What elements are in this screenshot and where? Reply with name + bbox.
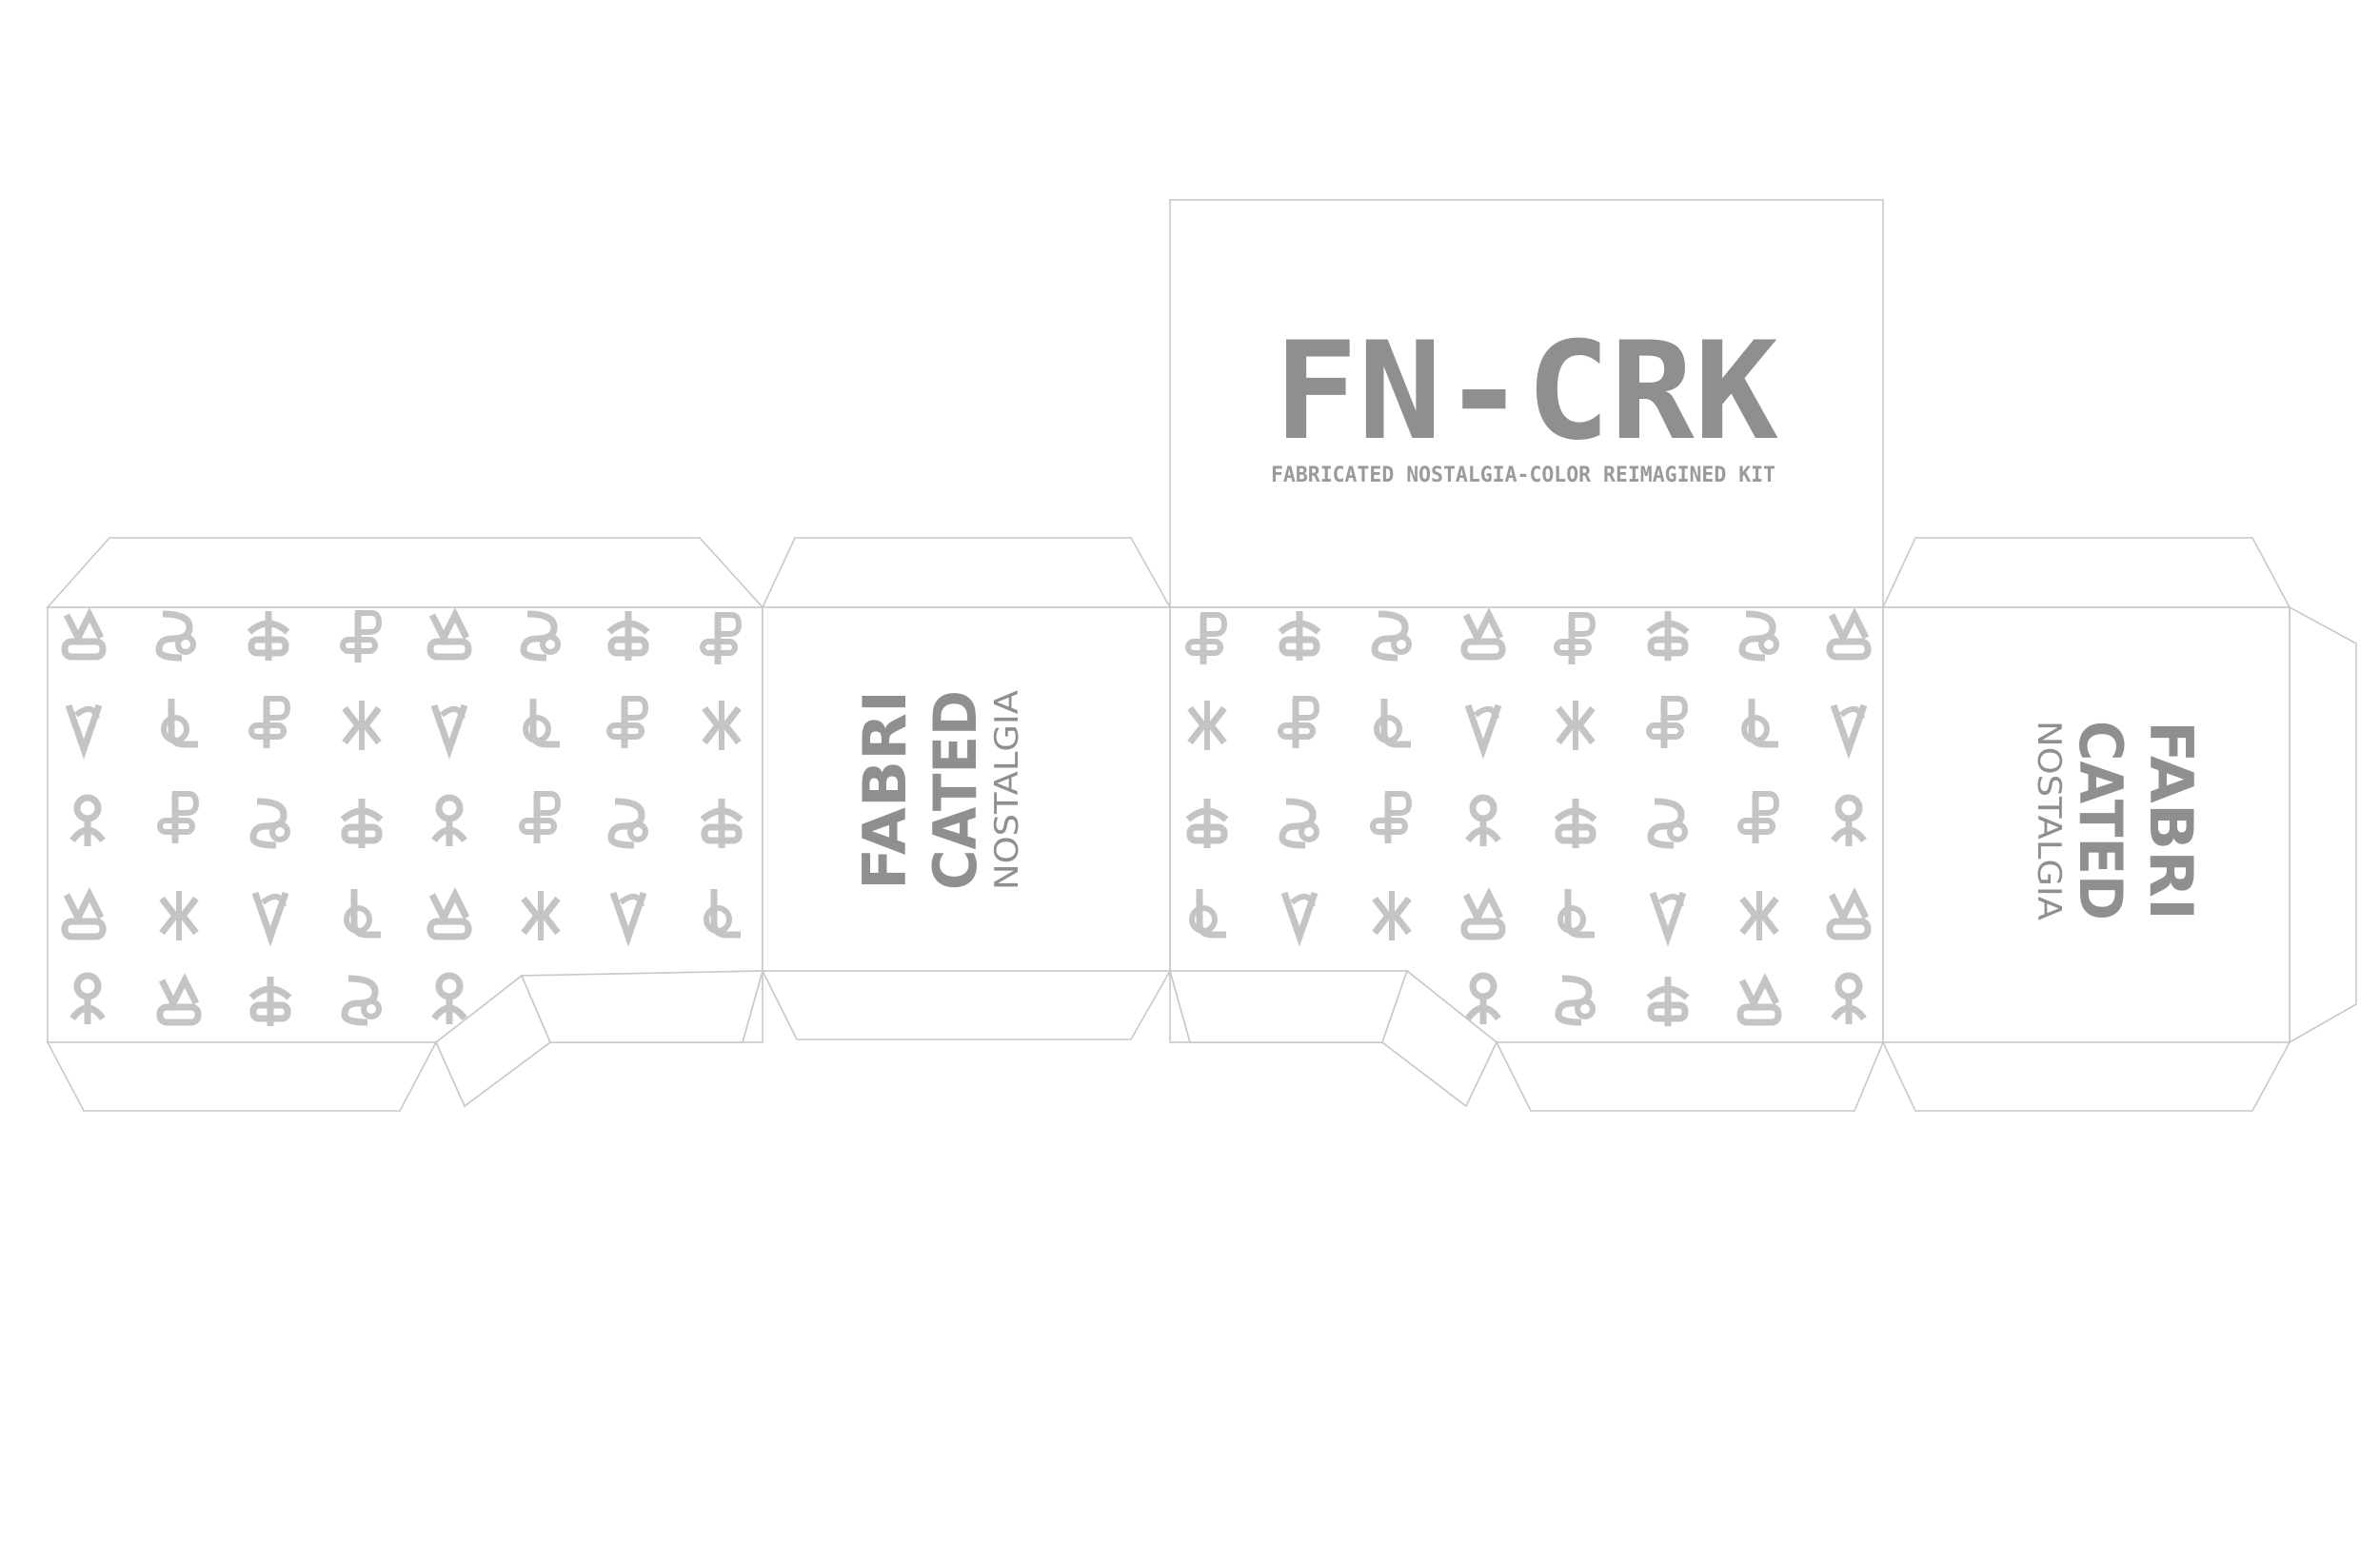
flap-top-side-right [1881,537,2291,608]
flap-bottom-inner-right-over [1168,970,1409,1043]
flap-bottom-front [1495,1041,1885,1112]
flap-bottom-side-left [761,970,1172,1040]
glue-flap [2289,605,2357,1044]
flap-bottom-left [46,1041,438,1112]
lid-title: FN-CRK [1274,313,1778,470]
lid-subtitle: FABRICATED NOSTALGIA-COLOR REIMAGINED KI… [1271,464,1775,487]
side-brand-right-line3: NOSTALGIA [2030,721,2068,920]
flap-top-left [46,537,764,608]
panel-side-right [1882,606,2291,1043]
side-brand-right-line2: CATED [2066,721,2135,920]
panel-side-left [762,606,1171,972]
side-brand-left-line3: NOSTALGIA [988,690,1026,890]
flap-bottom-inner-left-over [520,970,764,1043]
flap-bottom-side-right [1881,1041,2291,1112]
side-brand-left-line1: FABRI [850,690,920,890]
flap-top-side-left [761,537,1172,608]
side-brand-left: FABRI CATED NOSTALGIA [850,690,1026,890]
side-brand-left-line2: CATED [921,690,990,890]
side-brand-right: FABRI CATED NOSTALGIA [2030,721,2206,920]
flap-bottom-tab-right-over [1381,969,1497,1108]
lid-panel [1169,199,1884,608]
side-brand-right-line1: FABRI [2136,721,2206,920]
